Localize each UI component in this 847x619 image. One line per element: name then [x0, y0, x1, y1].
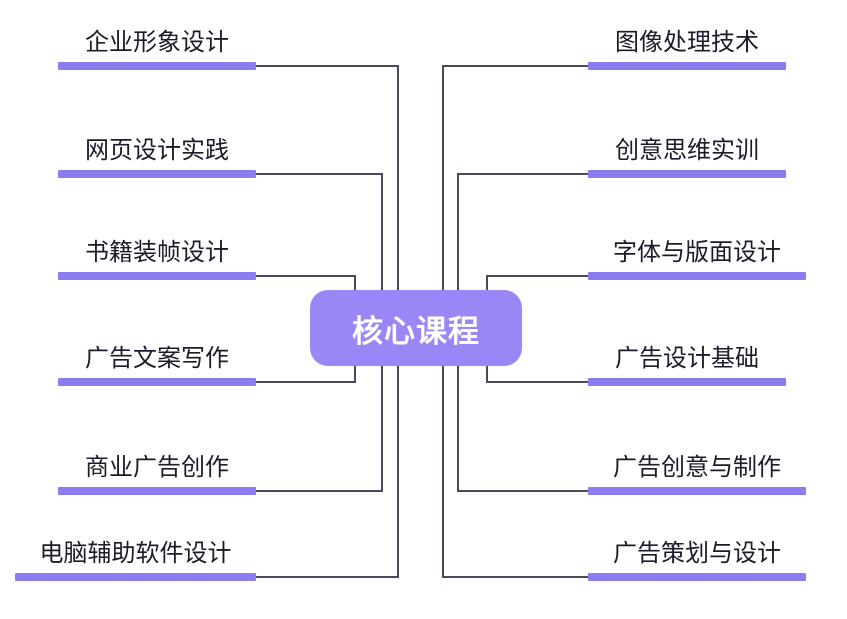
branch-underline [588, 170, 786, 178]
branch-l5[interactable]: 商业广告创作 [58, 427, 256, 495]
branch-r6[interactable]: 广告策划与设计 [588, 513, 806, 581]
branch-label: 创意思维实训 [615, 136, 759, 164]
branch-l2[interactable]: 网页设计实践 [58, 110, 256, 178]
connector-path [256, 366, 356, 383]
branch-underline [588, 62, 786, 70]
connector-path [256, 173, 383, 290]
branch-r2[interactable]: 创意思维实训 [588, 110, 786, 178]
branch-underline [588, 487, 806, 495]
branch-label: 图像处理技术 [615, 28, 759, 56]
branch-r5[interactable]: 广告创意与制作 [588, 427, 806, 495]
branch-label: 广告策划与设计 [613, 539, 781, 567]
branch-label: 广告设计基础 [615, 344, 759, 372]
branch-r1[interactable]: 图像处理技术 [588, 2, 786, 70]
branch-l6[interactable]: 电脑辅助软件设计 [15, 513, 256, 581]
branch-label: 网页设计实践 [85, 136, 229, 164]
branch-label: 企业形象设计 [85, 28, 229, 56]
connector-path [457, 366, 588, 492]
branch-underline [58, 62, 256, 70]
connector-path [442, 366, 588, 578]
branch-l4[interactable]: 广告文案写作 [58, 318, 256, 386]
branch-label: 商业广告创作 [85, 453, 229, 481]
branch-underline [588, 573, 806, 581]
branch-l3[interactable]: 书籍装帧设计 [58, 212, 256, 280]
branch-underline [58, 487, 256, 495]
branch-underline [58, 272, 256, 280]
branch-l1[interactable]: 企业形象设计 [58, 2, 256, 70]
branch-label: 书籍装帧设计 [85, 238, 229, 266]
branch-underline [588, 272, 806, 280]
branch-label: 广告创意与制作 [613, 453, 781, 481]
connector-path [256, 366, 383, 492]
connector-path [457, 173, 588, 290]
branch-r4[interactable]: 广告设计基础 [588, 318, 786, 386]
connector-path [256, 275, 356, 290]
branch-label: 电脑辅助软件设计 [39, 539, 232, 567]
connector-path [442, 65, 588, 290]
connector-path [256, 366, 399, 578]
connector-path [256, 65, 399, 290]
connector-path [486, 275, 588, 290]
branch-label: 广告文案写作 [85, 344, 229, 372]
branch-underline [15, 573, 256, 581]
branch-underline [58, 378, 256, 386]
branch-underline [58, 170, 256, 178]
branch-r3[interactable]: 字体与版面设计 [588, 212, 806, 280]
branch-label: 字体与版面设计 [613, 238, 781, 266]
center-node[interactable]: 核心课程 [310, 290, 522, 366]
branch-underline [588, 378, 786, 386]
connector-path [486, 366, 588, 383]
center-node-label: 核心课程 [352, 313, 480, 349]
